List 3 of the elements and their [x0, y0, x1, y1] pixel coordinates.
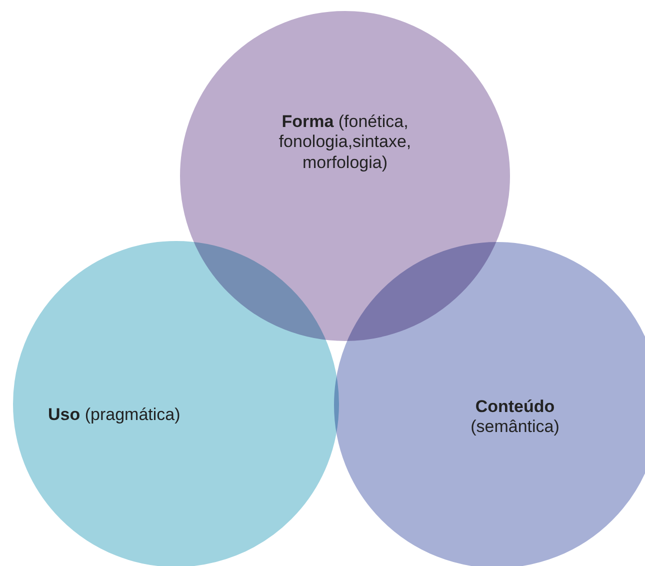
circle-label: Uso (pragmática): [48, 405, 182, 426]
circle-label: Conteúdo (semântica): [470, 397, 560, 438]
circle-label: Forma (fonética, fonologia,sintaxe, morfologia): [278, 112, 412, 174]
